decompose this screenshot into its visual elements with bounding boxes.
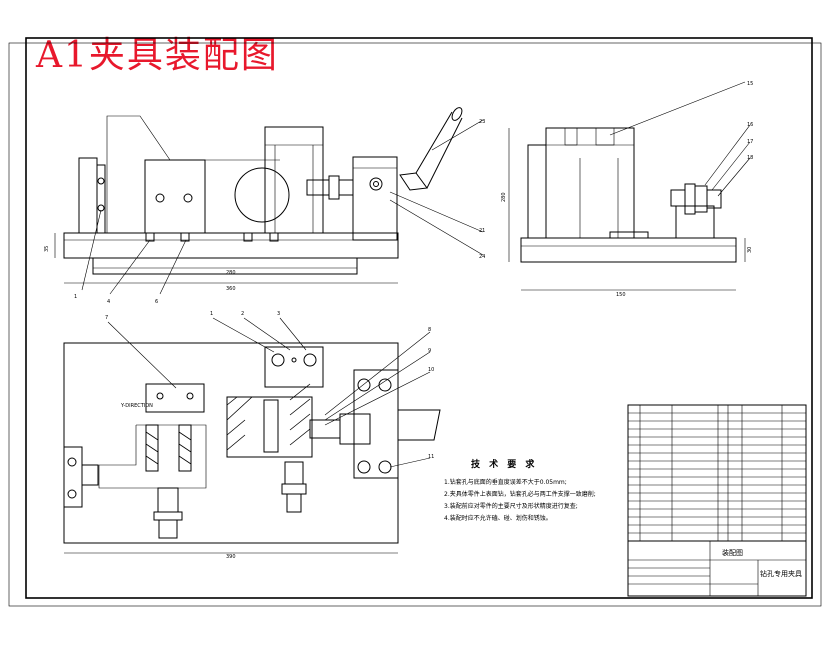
product-name: 钻孔专用夹具 — [760, 569, 802, 578]
dimension-label: 360 — [226, 286, 236, 292]
title-block: 装配图 钻孔专用夹具 — [627, 540, 807, 597]
dimension-label: 150 — [616, 292, 626, 298]
top-view — [63, 317, 441, 554]
requirements-heading: 技 术 要 求 — [471, 458, 537, 470]
side-view — [508, 81, 751, 291]
balloon-number: 10 — [428, 367, 434, 373]
balloon-number: 8 — [428, 327, 431, 333]
balloon-number: 17 — [747, 139, 753, 145]
inner-frame — [25, 37, 813, 599]
balloon-number: 1 — [210, 311, 213, 317]
balloon-number: 15 — [747, 81, 753, 87]
front-view — [54, 107, 484, 295]
technical-requirements: 技 术 要 求 1.钻套孔与底面的垂直度误差不大于0.05mm; 2.夹具体零件… — [444, 458, 596, 522]
dimension-label: 390 — [226, 554, 236, 560]
requirement-item: 2.夹具体零件上表面钻，钻套孔必与两工件支撑一致磨削; — [444, 490, 596, 498]
section-label: Y-DIRECTION — [120, 403, 153, 409]
requirement-item: 3.装配前应对零件的主要尺寸及形状精度进行复查; — [444, 502, 578, 510]
requirement-item: 1.钻套孔与底面的垂直度误差不大于0.05mm; — [444, 478, 567, 486]
drawing-name: 装配图 — [722, 548, 743, 557]
balloon-number: 3 — [277, 311, 280, 317]
outer-border — [8, 42, 822, 607]
requirement-item: 4.装配时应不允许磕、碰、划伤和锈蚀。 — [444, 514, 552, 522]
balloon-number: 9 — [428, 348, 431, 354]
parts-list — [627, 404, 807, 542]
balloon-number: 4 — [107, 299, 110, 305]
balloon-number: 11 — [428, 454, 434, 460]
balloon-number: 18 — [747, 155, 753, 161]
balloon-number: 6 — [155, 299, 158, 305]
balloon-number: 24 — [479, 254, 485, 260]
balloon-number: 1 — [74, 294, 77, 300]
balloon-number: 21 — [479, 228, 485, 234]
balloon-number: 7 — [105, 315, 108, 321]
dimension-label: 30 — [747, 247, 753, 253]
dimension-label: 35 — [44, 246, 50, 252]
drawing-title: A1夹具装配图 — [36, 35, 279, 76]
balloon-number: 23 — [479, 119, 485, 125]
dimension-label: 280 — [226, 270, 236, 276]
dimension-label: 280 — [501, 192, 507, 202]
balloon-number: 16 — [747, 122, 753, 128]
balloon-number: 2 — [241, 311, 244, 317]
